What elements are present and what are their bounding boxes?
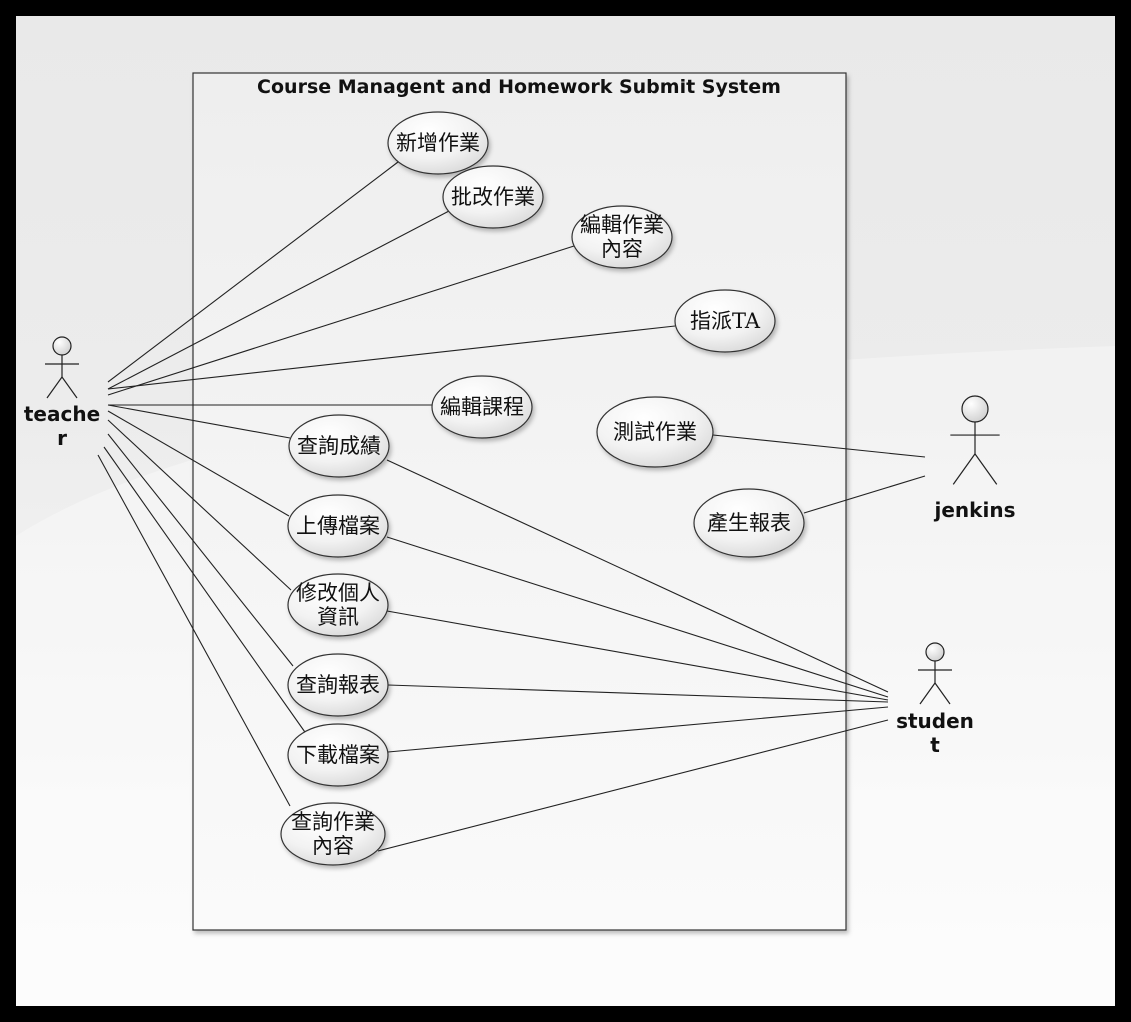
use-case-label: 批改作業 — [451, 185, 535, 209]
use-case-ellipse[interactable] — [431, 375, 533, 439]
actor-label: studen — [896, 709, 974, 733]
association-teacher-download-file — [103, 446, 308, 736]
use-case-label: 資訊 — [317, 605, 359, 629]
actor-head — [961, 395, 989, 423]
use-case-ellipse[interactable] — [287, 573, 389, 637]
actor-label: t — [930, 733, 940, 757]
actor-right-leg — [974, 453, 998, 485]
association-teacher-edit-profile — [107, 419, 292, 591]
actor-right-leg — [934, 682, 951, 705]
association-lines — [97, 161, 926, 852]
use-case-label: 內容 — [601, 237, 643, 261]
association-student-download-file — [387, 706, 889, 753]
use-case-label: 編輯課程 — [440, 395, 524, 419]
association-teacher-edit-homework-content — [107, 245, 575, 396]
use-case-ellipse[interactable] — [288, 414, 390, 478]
association-jenkins-test-homework — [712, 434, 926, 458]
use-case-download-file[interactable]: 下載檔案 — [287, 723, 389, 787]
use-case-ellipse[interactable] — [280, 802, 386, 866]
association-teacher-query-grades — [107, 404, 291, 439]
use-case-ellipse[interactable] — [442, 165, 544, 229]
actor-head — [925, 642, 945, 662]
actor-label: jenkins — [934, 498, 1016, 522]
use-case-query-report[interactable]: 查詢報表 — [287, 653, 389, 717]
association-teacher-query-homework-content — [97, 454, 291, 807]
association-student-query-grades — [386, 459, 889, 693]
association-student-edit-profile — [386, 610, 889, 701]
use-case-ellipse[interactable] — [596, 396, 714, 468]
use-case-ellipse[interactable] — [287, 494, 389, 558]
actor-label: teache — [24, 402, 100, 426]
use-case-add-homework[interactable]: 新增作業 — [387, 111, 489, 175]
use-cases: 新增作業批改作業編輯作業內容指派TA編輯課程測試作業查詢成績產生報表上傳檔案修改… — [280, 111, 805, 866]
use-case-label: 上傳檔案 — [296, 514, 380, 538]
association-teacher-query-report — [107, 433, 294, 667]
use-case-ellipse[interactable] — [571, 205, 673, 269]
use-case-assign-ta[interactable]: 指派TA — [674, 289, 776, 353]
actor-left-leg — [46, 376, 63, 399]
actor-head — [52, 336, 72, 356]
use-case-ellipse[interactable] — [287, 723, 389, 787]
association-student-query-report — [387, 684, 889, 703]
association-teacher-grade-homework — [107, 210, 450, 390]
use-case-label: 新增作業 — [396, 131, 480, 155]
diagram-canvas: Course Managent and Homework Submit Syst… — [16, 16, 1115, 1006]
use-case-label: 查詢報表 — [296, 673, 380, 697]
association-jenkins-generate-report — [803, 475, 926, 514]
use-case-label: 內容 — [312, 834, 354, 858]
association-teacher-assign-ta — [107, 325, 676, 390]
actor-jenkins: jenkins — [934, 395, 1016, 522]
use-case-label: 查詢成績 — [297, 434, 381, 458]
use-case-label: 下載檔案 — [296, 743, 380, 767]
use-case-upload-file[interactable]: 上傳檔案 — [287, 494, 389, 558]
use-case-ellipse[interactable] — [693, 488, 805, 558]
use-case-ellipse[interactable] — [287, 653, 389, 717]
association-student-upload-file — [386, 536, 889, 698]
use-case-test-homework[interactable]: 測試作業 — [596, 396, 714, 468]
use-case-label: 修改個人 — [296, 581, 380, 605]
use-case-ellipse[interactable] — [674, 289, 776, 353]
association-teacher-upload-file — [107, 410, 290, 517]
use-case-label: 指派TA — [690, 309, 761, 333]
actor-right-leg — [61, 376, 78, 399]
system-title: Course Managent and Homework Submit Syst… — [257, 76, 781, 98]
association-teacher-add-homework — [107, 161, 399, 383]
association-student-query-homework-content — [377, 719, 889, 852]
use-case-label: 測試作業 — [613, 420, 697, 444]
use-case-label: 產生報表 — [707, 511, 791, 535]
actor-left-leg — [919, 682, 936, 705]
actor-left-leg — [952, 453, 976, 485]
use-case-label: 查詢作業 — [291, 810, 375, 834]
use-case-diagram: Course Managent and Homework Submit Syst… — [16, 72, 1115, 1006]
use-case-edit-course[interactable]: 編輯課程 — [431, 375, 533, 439]
actor-label: r — [57, 426, 67, 450]
use-case-ellipse[interactable] — [387, 111, 489, 175]
use-case-generate-report[interactable]: 產生報表 — [693, 488, 805, 558]
use-case-label: 編輯作業 — [580, 213, 664, 237]
use-case-grade-homework[interactable]: 批改作業 — [442, 165, 544, 229]
use-case-query-grades[interactable]: 查詢成績 — [288, 414, 390, 478]
